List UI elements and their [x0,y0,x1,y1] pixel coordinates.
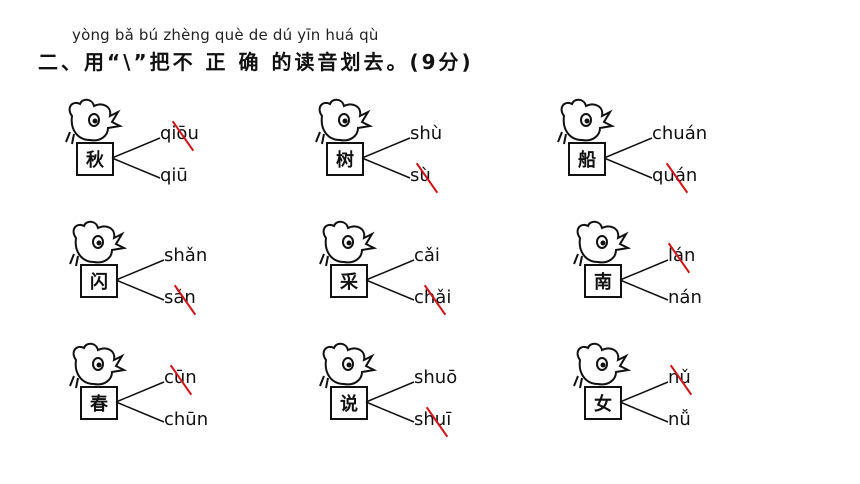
pinyin-option-top[interactable]: chuán [652,123,708,144]
pinyin-option-top[interactable]: cǎi [414,245,440,266]
bird-icon [65,98,124,145]
character-box: 船 [568,142,606,176]
character-box: 闪 [80,264,118,298]
item-4: 闪 shǎn sǎn [69,220,274,332]
title-pinyin: yòng bǎ bú zhèng què de dú yīn huá qù [72,26,379,44]
connector-lines [619,259,669,301]
character-box: 说 [330,386,368,420]
bird-icon [69,342,128,389]
pinyin-option-bottom[interactable]: nǚ [668,409,691,430]
connector-lines [619,381,669,423]
character-box: 秋 [76,142,114,176]
connector-lines [365,259,415,301]
item-8: 说 shuō shuī [319,342,524,454]
bird-icon [69,220,128,267]
item-6: 南 lán nán [573,220,778,332]
bird-icon [319,342,378,389]
bird-icon [557,98,616,145]
item-1: 秋 qiōu qiū [65,98,270,210]
character-box: 南 [584,264,622,298]
connector-lines [365,381,415,423]
character-box: 树 [326,142,364,176]
character-box: 女 [584,386,622,420]
connector-lines [111,137,161,179]
character-box: 春 [80,386,118,420]
item-9: 女 nǔ nǚ [573,342,778,454]
connector-lines [115,259,165,301]
pinyin-option-bottom[interactable]: nán [668,287,702,308]
bird-icon [315,98,374,145]
pinyin-option-bottom[interactable]: qiū [160,165,188,186]
connector-lines [361,137,411,179]
pinyin-option-bottom[interactable]: sù [410,165,431,186]
pinyin-option-top[interactable]: shuō [414,367,458,388]
pinyin-option-top[interactable]: shù [410,123,443,144]
connector-lines [115,381,165,423]
exercise-title: 二、用“\”把不 正 确 的读音划去。(9分) [38,50,474,74]
pinyin-option-bottom[interactable]: shuī [414,409,452,430]
bird-icon [573,342,632,389]
item-5: 采 cǎi chǎi [319,220,524,332]
pinyin-option-bottom[interactable]: chūn [164,409,209,430]
connector-lines [603,137,653,179]
item-7: 春 cūn chūn [69,342,274,454]
pinyin-option-top[interactable]: shǎn [164,245,208,266]
item-2: 树 shù sù [315,98,520,210]
bird-icon [319,220,378,267]
bird-icon [573,220,632,267]
character-box: 采 [330,264,368,298]
item-3: 船 chuán quán [557,98,762,210]
